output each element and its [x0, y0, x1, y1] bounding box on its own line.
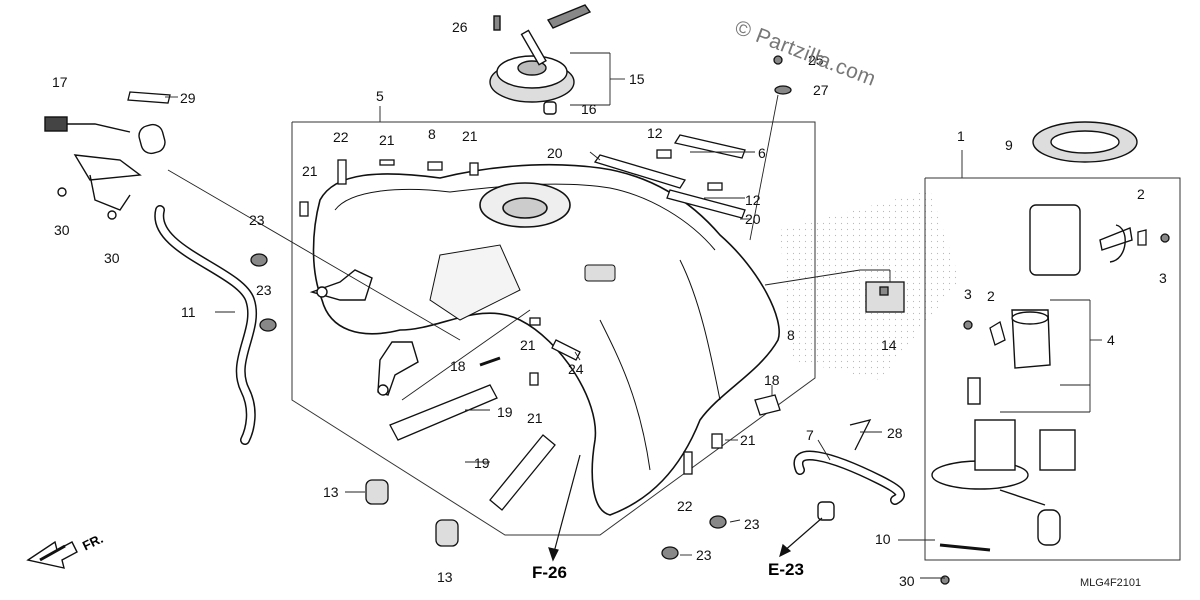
callout-2: 2 [1137, 186, 1145, 202]
callout-21: 21 [302, 163, 318, 179]
callout-10: 10 [875, 531, 891, 547]
fuel-tank [312, 163, 780, 516]
callout-26: 26 [452, 19, 468, 35]
callout-13: 13 [323, 484, 339, 500]
level-sensor [44, 116, 166, 220]
callout-19: 19 [497, 404, 513, 420]
callout-23: 23 [696, 547, 712, 563]
callout-2: 2 [987, 288, 995, 304]
fuel-feed-hose [793, 450, 905, 505]
callout-18: 18 [450, 358, 466, 374]
fuel-cap [489, 4, 592, 115]
callout-24: 24 [568, 361, 584, 377]
callout-15: 15 [629, 71, 645, 87]
callout-20: 20 [547, 145, 563, 161]
callout-13: 13 [437, 569, 453, 585]
callout-16: 16 [581, 101, 597, 117]
callout-21: 21 [740, 432, 756, 448]
callout-21: 21 [527, 410, 543, 426]
callout-29: 29 [180, 90, 196, 106]
callout-23: 23 [249, 212, 265, 228]
callout-28: 28 [887, 425, 903, 441]
callout-17: 17 [52, 74, 68, 90]
fuel-pump [931, 204, 1133, 552]
leader-lines [165, 52, 1102, 579]
callout-21: 21 [379, 132, 395, 148]
pump-seal-ring [1032, 121, 1138, 163]
front-arrow [26, 540, 78, 569]
small-parts [127, 55, 1170, 585]
callout-30: 30 [899, 573, 915, 589]
callout-3: 3 [964, 286, 972, 302]
callout-30: 30 [104, 250, 120, 266]
tank-group-frame [291, 106, 816, 536]
callout-25: 25 [808, 52, 824, 68]
reference-arrows [548, 454, 823, 562]
callout-8: 8 [428, 126, 436, 142]
callout-1: 1 [957, 128, 965, 144]
callout-23: 23 [256, 282, 272, 298]
callout-20: 20 [745, 211, 761, 227]
diagram-code: MLG4F2101 [1080, 577, 1142, 589]
callout-8: 8 [787, 327, 795, 343]
callout-18: 18 [764, 372, 780, 388]
callout-12: 12 [647, 125, 663, 141]
callout-27: 27 [813, 82, 829, 98]
callout-5: 5 [376, 88, 384, 104]
reference-f26: F-26 [532, 563, 567, 582]
callout-7: 7 [806, 427, 814, 443]
brackets [309, 269, 419, 396]
callout-22: 22 [333, 129, 349, 145]
callout-30: 30 [54, 222, 70, 238]
callout-4: 4 [1107, 332, 1115, 348]
callout-14: 14 [881, 337, 897, 353]
callout-6: 6 [758, 145, 766, 161]
callout-22: 22 [677, 498, 693, 514]
callout-23: 23 [744, 516, 760, 532]
callout-12: 12 [745, 192, 761, 208]
pump-group-frame [924, 150, 1181, 561]
callout-11: 11 [181, 304, 196, 320]
callout-3: 3 [1159, 270, 1167, 286]
callout-19: 19 [474, 455, 490, 471]
callout-9: 9 [1005, 137, 1013, 153]
reference-e23: E-23 [768, 560, 804, 579]
callout-21: 21 [520, 337, 536, 353]
callout-21: 21 [462, 128, 478, 144]
